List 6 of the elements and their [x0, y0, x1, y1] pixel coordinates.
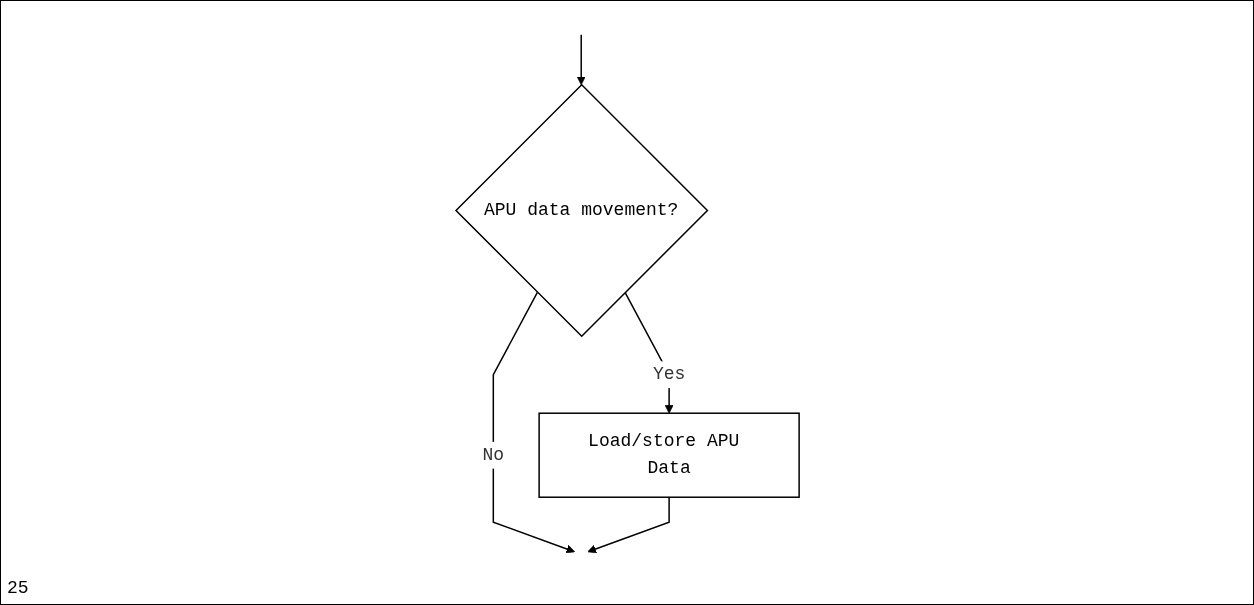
- decision-diamond: APU data movement?: [455, 83, 709, 338]
- page-number: 25: [7, 578, 29, 598]
- arrow: [577, 34, 587, 86]
- arrow: [587, 496, 671, 554]
- arrow: [493, 291, 576, 554]
- process-box: Load/store APU Data: [538, 412, 801, 498]
